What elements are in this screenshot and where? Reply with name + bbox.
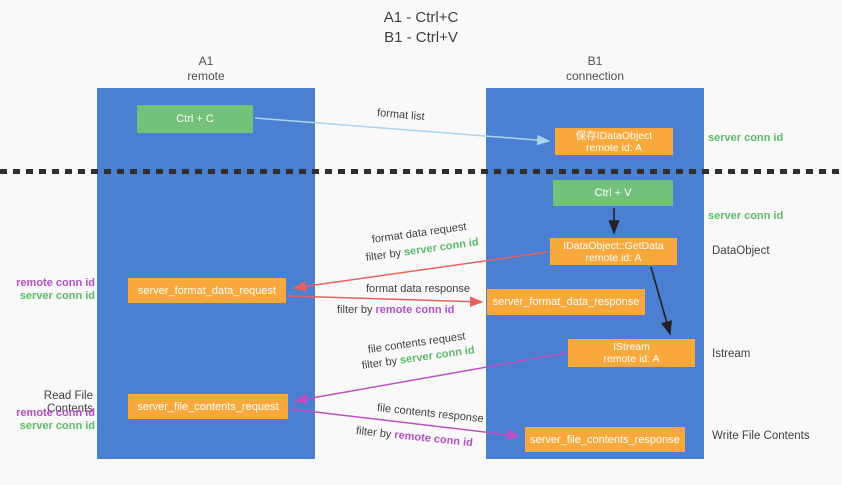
- label-conn-ids-file: remote conn id server conn id: [10, 407, 95, 433]
- node-ctrl-v-label: Ctrl + V: [594, 187, 632, 199]
- label-filter-remote-conn-1: filter by remote conn id: [337, 304, 454, 317]
- remote-conn-id-highlight: remote conn id: [393, 429, 474, 450]
- node-ctrl-c: Ctrl + C: [137, 105, 253, 133]
- node-server-file-contents-response: server_file_contents_response: [525, 427, 685, 452]
- node-server-format-data-response: server_format_data_response: [487, 289, 645, 315]
- label-server-conn-id-top: server conn id: [708, 132, 784, 144]
- session-divider: [0, 169, 842, 174]
- label-format-data-response: format data response: [366, 283, 470, 295]
- node-save-idataobject-line1: 保存IDataObject: [575, 129, 653, 142]
- filter-by-text: filter by: [361, 355, 398, 372]
- node-istream: IStream remote id: A: [568, 339, 695, 367]
- label-file-contents-response: file contents response: [376, 402, 485, 426]
- node-format-request-label: server_format_data_request: [137, 284, 277, 297]
- label-read-file-contents: Read File Contents: [43, 390, 93, 415]
- filter-by-text: filter by: [355, 425, 392, 441]
- column-b-role: connection: [565, 69, 625, 83]
- node-save-idataobject-line2: remote id: A: [585, 141, 642, 154]
- node-ctrl-c-label: Ctrl + C: [176, 113, 214, 125]
- node-idataobject-getdata: IDataObject::GetData remote id: A: [550, 238, 677, 265]
- label-write-file-contents: Write File Contents: [712, 430, 810, 442]
- node-ctrl-v: Ctrl + V: [553, 180, 673, 206]
- label-server-conn-id: server conn id: [19, 420, 95, 432]
- label-filter-remote-conn-2: filter by remote conn id: [355, 425, 473, 450]
- label-remote-conn-id: remote conn id: [16, 277, 95, 289]
- label-conn-ids-format: remote conn id server conn id: [10, 277, 95, 303]
- label-server-conn-id: server conn id: [19, 290, 95, 302]
- column-header-a1: A1 remote: [97, 54, 315, 84]
- node-file-response-label: server_file_contents_response: [530, 433, 680, 446]
- label-format-list: format list: [376, 107, 426, 124]
- title-line-1: A1 - Ctrl+C: [383, 9, 459, 26]
- title-line-2: B1 - Ctrl+V: [384, 29, 458, 46]
- node-server-file-contents-request: server_file_contents_request: [128, 394, 288, 419]
- node-istream-line1: IStream: [613, 341, 650, 353]
- arrow-format-data-response: [287, 295, 484, 307]
- label-remote-conn-id: remote conn id: [16, 407, 95, 419]
- node-getdata-line2: remote id: A: [585, 251, 642, 264]
- column-header-b1: B1 connection: [486, 54, 704, 84]
- label-dataobject: DataObject: [712, 245, 770, 257]
- node-format-response-label: server_format_data_response: [492, 296, 640, 308]
- diagram-title: A1 - Ctrl+C B1 - Ctrl+V: [0, 8, 842, 48]
- column-b-id: B1: [587, 54, 603, 68]
- node-getdata-line1: IDataObject::GetData: [563, 239, 664, 252]
- remote-conn-id-highlight: remote conn id: [375, 304, 455, 316]
- node-server-format-data-request: server_format_data_request: [128, 278, 286, 303]
- label-server-conn-id-mid: server conn id: [708, 210, 784, 222]
- node-file-request-label: server_file_contents_request: [137, 400, 279, 413]
- column-a-id: A1: [198, 54, 214, 68]
- filter-by-text: filter by: [337, 304, 373, 316]
- label-istream: Istream: [712, 348, 751, 360]
- node-save-idataobject: 保存IDataObject remote id: A: [555, 128, 673, 155]
- node-istream-line2: remote id: A: [603, 353, 660, 365]
- column-a-role: remote: [187, 69, 225, 83]
- filter-by-text: filter by: [365, 247, 402, 264]
